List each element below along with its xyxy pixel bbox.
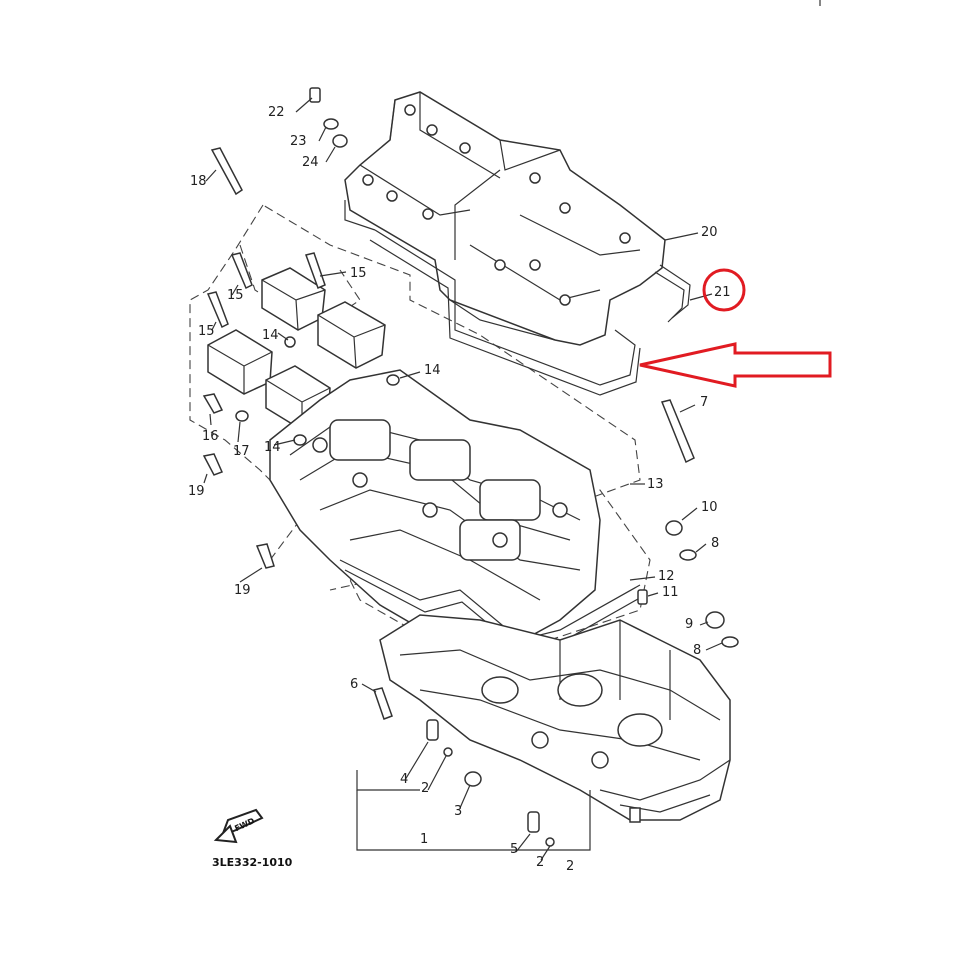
part-label: 20 bbox=[701, 225, 718, 240]
part-label: 14 bbox=[424, 363, 441, 378]
bolt-19a-part bbox=[202, 453, 224, 476]
bolt-15b-part bbox=[305, 252, 326, 290]
part-label: 17 bbox=[233, 444, 250, 459]
spark-plug-7-part bbox=[660, 399, 695, 464]
part-label: 22 bbox=[268, 105, 285, 120]
part-label: 15 bbox=[198, 324, 215, 339]
cylinder-head-body bbox=[269, 369, 601, 651]
catalog-code: 3LE332-1010 bbox=[212, 856, 293, 869]
part-label: 16 bbox=[202, 429, 219, 444]
part-label: 11 bbox=[662, 585, 679, 600]
part-label: 13 bbox=[647, 477, 664, 492]
part-label: 10 bbox=[701, 500, 718, 515]
highlight-circle bbox=[702, 268, 746, 312]
part-label: 2 bbox=[421, 781, 429, 796]
part-label: 24 bbox=[302, 155, 319, 170]
cylinder-block bbox=[379, 614, 731, 823]
part-label: 3 bbox=[454, 804, 462, 819]
part-label: 8 bbox=[693, 643, 701, 658]
part-label-highlighted: 21 bbox=[714, 285, 731, 300]
plug-9-part bbox=[705, 611, 725, 629]
part-label: 2 bbox=[566, 859, 574, 874]
part-label: 23 bbox=[290, 134, 307, 149]
bolt-22-part bbox=[309, 87, 321, 103]
part-label: 18 bbox=[190, 174, 207, 189]
clip-2a-part bbox=[443, 747, 453, 757]
part-label: 7 bbox=[700, 395, 708, 410]
bolt-16-part bbox=[202, 393, 224, 414]
clip-2b-part bbox=[545, 837, 555, 847]
part-label: 14 bbox=[264, 440, 281, 455]
part-label: 6 bbox=[350, 677, 358, 692]
part-label: 14 bbox=[262, 328, 279, 343]
leader-lines bbox=[203, 97, 723, 861]
part-label: 5 bbox=[510, 842, 518, 857]
part-label: 9 bbox=[685, 617, 693, 632]
part-label: 19 bbox=[234, 583, 251, 598]
washer-23-part bbox=[323, 118, 339, 130]
nut-24-part bbox=[332, 134, 348, 148]
dowel-11-part bbox=[637, 589, 648, 605]
dowel-14c-part bbox=[293, 434, 307, 446]
part-label: 4 bbox=[400, 772, 408, 787]
bolt-15c-part bbox=[206, 291, 229, 329]
part-label: 8 bbox=[711, 536, 719, 551]
part-label: 15 bbox=[350, 266, 367, 281]
small-parts bbox=[202, 87, 739, 847]
washer-17-part bbox=[235, 410, 249, 422]
part-label: 1 bbox=[420, 832, 428, 847]
part-label: 19 bbox=[188, 484, 205, 499]
part-label: 2 bbox=[536, 855, 544, 870]
dowel-14b-part bbox=[386, 374, 400, 386]
cover-gasket-21 bbox=[344, 200, 691, 396]
seal-3-part bbox=[464, 771, 482, 787]
guide-5-part bbox=[527, 811, 540, 833]
part-label: 15 bbox=[227, 288, 244, 303]
outline-gasket-12 bbox=[349, 489, 651, 651]
fwd-direction-badge: FWD bbox=[213, 808, 264, 844]
part-labels: 1 2 2 2 3 4 5 6 7 8 8 9 10 11 12 13 14 1… bbox=[188, 105, 731, 874]
stud-6-part bbox=[373, 687, 393, 720]
part-label: 12 bbox=[658, 569, 675, 584]
cam-cap-group bbox=[207, 267, 386, 431]
highlight-arrow bbox=[639, 342, 832, 388]
washer-8b-part bbox=[721, 636, 739, 648]
highlight-group bbox=[639, 268, 832, 388]
stud-18-part bbox=[210, 147, 243, 196]
guide-4-part bbox=[426, 719, 439, 741]
washer-8a-part bbox=[679, 549, 697, 561]
bolt-15a-part bbox=[230, 252, 253, 290]
plug-10-part bbox=[665, 520, 683, 536]
valve-cover-20 bbox=[344, 91, 666, 346]
bolt-19b-part bbox=[255, 543, 275, 569]
